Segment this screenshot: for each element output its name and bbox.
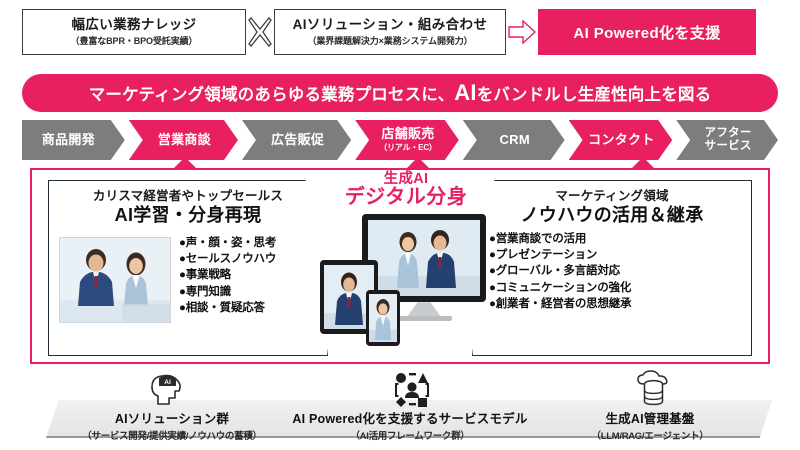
left-panel-subtitle: カリスマ経営者やトップセールス	[92, 189, 284, 203]
down-arrow-contact	[630, 157, 656, 170]
smartphone-device	[366, 290, 400, 347]
bottom-slab-management-platform	[528, 400, 772, 438]
right-panel-subtitle: マーケティング領域	[555, 189, 669, 203]
bottom-label-management-platform: 生成AI管理基盤 （LLM/RAG/エージェント）	[528, 408, 772, 442]
ai-brain-head-icon: AI	[148, 372, 186, 411]
tablet-screen	[324, 265, 374, 330]
banner-text-part2: をバンドルし生産性向上を図る	[476, 86, 712, 104]
list-item: ●グローバル・多言語対応	[489, 265, 620, 278]
monitor-device	[362, 214, 486, 303]
monitor-screen	[368, 220, 480, 297]
process-step-advertising[interactable]: 広告販促	[242, 120, 351, 160]
bottom-subtitle: （AI活用フレームワーク群）	[350, 431, 470, 442]
left-panel-ai-learning: カリスマ経営者やトップセールス AI学習・分身再現	[48, 180, 328, 356]
list-item: ●創業者・経営者の思想継承	[489, 297, 632, 310]
process-step-sales-negotiation[interactable]: 営業商談	[129, 120, 238, 160]
center-title-line2: デジタル分身	[344, 186, 468, 209]
left-panel-header: カリスマ経営者やトップセールス AI学習・分身再現	[49, 181, 327, 227]
process-step-after-service[interactable]: アフターサービス	[676, 120, 778, 160]
smartphone-screen	[369, 294, 397, 343]
process-step-label: 商品開発	[41, 131, 95, 147]
process-step-contact[interactable]: コンタクト	[569, 120, 673, 160]
banner-text-part1: マーケティング領域のあらゆる業務プロセスに、	[88, 86, 455, 104]
list-item: ●声・顔・姿・思考	[179, 236, 277, 249]
ai-solution-box: AIソリューション・組み合わせ （業界課題解決力×業務システム開発力）	[274, 9, 506, 55]
bottom-title: AI Powered化を支援するサービスモデル	[292, 412, 528, 426]
process-step-label: コンタクト	[588, 131, 655, 147]
knowledge-box-title: 幅広い業務ナレッジ	[71, 16, 197, 32]
cloud-database-icon	[632, 370, 676, 413]
bottom-subtitle: （サービス開発/提供実績/ノウハウの蓄積）	[82, 431, 262, 442]
process-step-label: 営業商談	[157, 131, 211, 147]
process-step-store-sales[interactable]: 店舗販売 （リアル・EC）	[355, 120, 459, 160]
bottom-title: AIソリューション群	[114, 412, 230, 426]
left-panel-body: ●声・顔・姿・思考 ●セールスノウハウ ●事業戦略 ●専門知識 ●相談・質疑応答	[49, 227, 327, 323]
monitor-base	[396, 316, 452, 322]
right-panel-knowledge: マーケティング領域 ノウハウの活用＆継承 ●営業商談での活用 ●プレゼンテーショ…	[472, 180, 752, 356]
list-item: ●プレゼンテーション	[489, 248, 598, 261]
bottom-slab-service-model	[276, 400, 544, 438]
bottom-label-service-model: AI Powered化を支援するサービスモデル （AI活用フレームワーク群）	[276, 408, 544, 442]
monitor-stand	[406, 302, 442, 319]
cross-connector-icon	[246, 15, 274, 49]
framework-shapes-icon	[392, 370, 432, 413]
tablet-device	[320, 260, 378, 335]
arrow-right-icon	[506, 15, 538, 49]
content-frame: カリスマ経営者やトップセールス AI学習・分身再現	[30, 168, 770, 364]
top-flow-row: 幅広い業務ナレッジ （豊富なBPR・BPO受託実績） AIソリューション・組み合…	[22, 8, 778, 56]
bottom-label-ai-solutions: AIソリューション群 （サービス開発/提供実績/ノウハウの蓄積）	[46, 408, 298, 442]
list-item: ●専門知識	[179, 285, 231, 298]
right-panel-header: マーケティング領域 ノウハウの活用＆継承	[473, 181, 751, 227]
bottom-title: 生成AI管理基盤	[605, 412, 695, 426]
list-item: ●事業戦略	[179, 269, 231, 282]
process-step-label: 店舗販売	[381, 125, 435, 141]
ai-solution-box-subtitle: （業界課題解決力×業務システム開発力）	[307, 36, 473, 47]
list-item: ●コミュニケーションの強化	[489, 281, 632, 294]
device-group	[318, 212, 494, 352]
left-panel-bullet-list: ●声・顔・姿・思考 ●セールスノウハウ ●事業戦略 ●専門知識 ●相談・質疑応答	[179, 235, 276, 317]
list-item: ●セールスノウハウ	[179, 252, 277, 265]
process-chevron-row: 商品開発 営業商談 広告販促 店舗販売 （リアル・EC） CRM コンタクト ア…	[22, 120, 778, 160]
right-panel-bullet-list: ●営業商談での活用 ●プレゼンテーション ●グローバル・多言語対応 ●コミュニケ…	[473, 231, 751, 313]
ai-powered-support-badge: AI Powered化を支援	[538, 9, 756, 55]
down-arrow-store	[405, 157, 431, 170]
knowledge-box-subtitle: （豊富なBPR・BPO受託実績）	[70, 36, 198, 47]
ai-solution-box-title: AIソリューション・組み合わせ	[292, 16, 488, 32]
process-step-sublabel: （リアル・EC）	[379, 143, 437, 153]
list-item: ●営業商談での活用	[489, 232, 587, 245]
process-step-crm[interactable]: CRM	[463, 120, 565, 160]
knowledge-box: 幅広い業務ナレッジ （豊富なBPR・BPO受託実績）	[22, 9, 246, 55]
down-arrow-sales	[172, 157, 198, 170]
center-digital-avatar-block: 生成AI デジタル分身	[318, 171, 494, 362]
process-step-product-dev[interactable]: 商品開発	[22, 120, 125, 160]
list-item: ●相談・質疑応答	[179, 301, 265, 314]
process-step-label: 広告販促	[270, 131, 325, 147]
bottom-subtitle: （LLM/RAG/エージェント）	[591, 431, 709, 442]
bottom-slab-ai-solutions	[46, 400, 298, 438]
left-panel-title: AI学習・分身再現	[114, 205, 262, 225]
svg-text:AI: AI	[164, 379, 171, 386]
center-title-line1: 生成AI	[383, 171, 429, 187]
right-panel-title: ノウハウの活用＆継承	[520, 205, 704, 225]
business-people-photo	[59, 236, 171, 323]
process-step-label: アフターサービス	[704, 126, 752, 152]
process-step-label: CRM	[499, 131, 530, 147]
banner-ai-emphasis: AI	[454, 80, 477, 105]
bottom-foundation-row: AI AIソリューション群 （サービス開発/提供実績/ノウハウの	[0, 370, 800, 450]
